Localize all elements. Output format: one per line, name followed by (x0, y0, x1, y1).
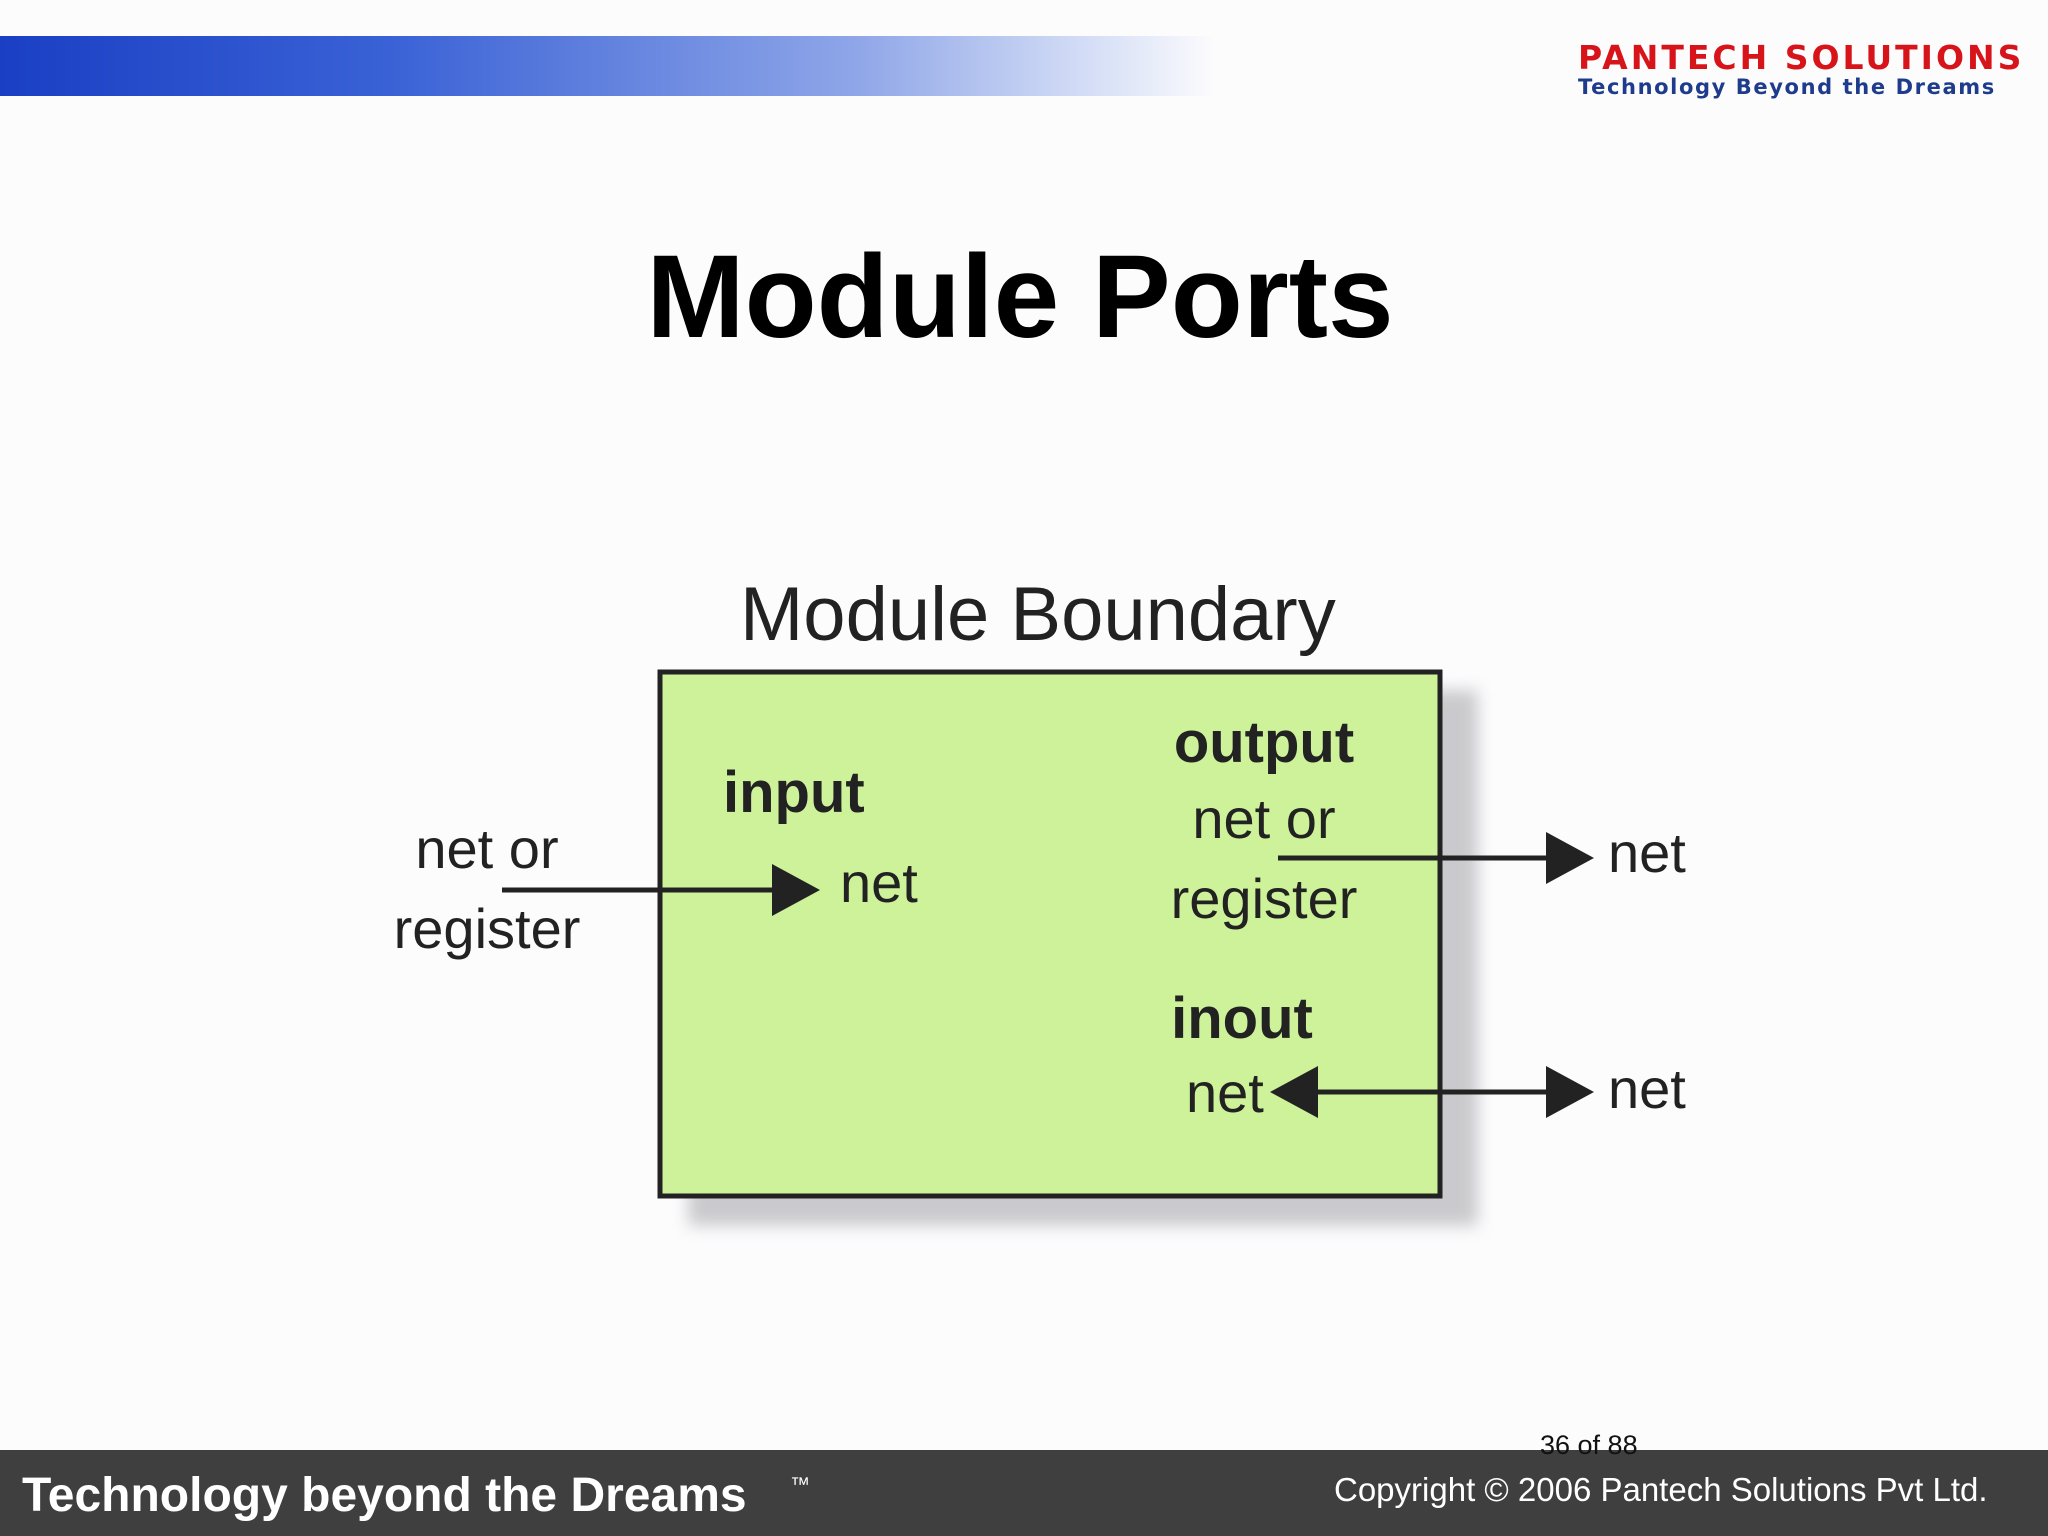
footer-bar (0, 1450, 2048, 1536)
inout-inside-label: net (1186, 1061, 1264, 1124)
header-gradient-bar (0, 36, 1560, 96)
copyright-notice: Copyright © 2006 Pantech Solutions Pvt L… (1334, 1471, 1988, 1508)
inout-keyword: inout (1171, 986, 1313, 1051)
output-inside-label-line2: register (1171, 867, 1358, 930)
inout-arrow-head-right (1546, 1066, 1594, 1118)
pantech-logo: PANTECH SOLUTIONS Technology Beyond the … (1572, 36, 2048, 100)
output-keyword: output (1174, 710, 1354, 775)
input-keyword: input (723, 760, 865, 825)
output-outside-label: net (1608, 821, 1686, 884)
logo-tagline: Technology Beyond the Dreams (1578, 75, 1996, 99)
footer-tagline: Technology beyond the Dreams (22, 1469, 747, 1522)
input-outside-label-line1: net or (415, 817, 558, 880)
inout-outside-label: net (1608, 1057, 1686, 1120)
module-boundary-label: Module Boundary (740, 572, 1336, 657)
footer-trademark: ™ (790, 1474, 810, 1496)
output-inside-label-line1: net or (1192, 787, 1335, 850)
input-outside-label-line2: register (394, 897, 581, 960)
input-arrow-head (772, 864, 820, 916)
page-number: 36 of 88 (1540, 1430, 1638, 1460)
inout-arrow-head-left (1270, 1066, 1318, 1118)
logo-name: PANTECH SOLUTIONS (1578, 38, 2025, 77)
output-arrow-head (1546, 832, 1594, 884)
input-inside-label: net (840, 851, 918, 914)
slide-title: Module Ports (646, 231, 1394, 363)
